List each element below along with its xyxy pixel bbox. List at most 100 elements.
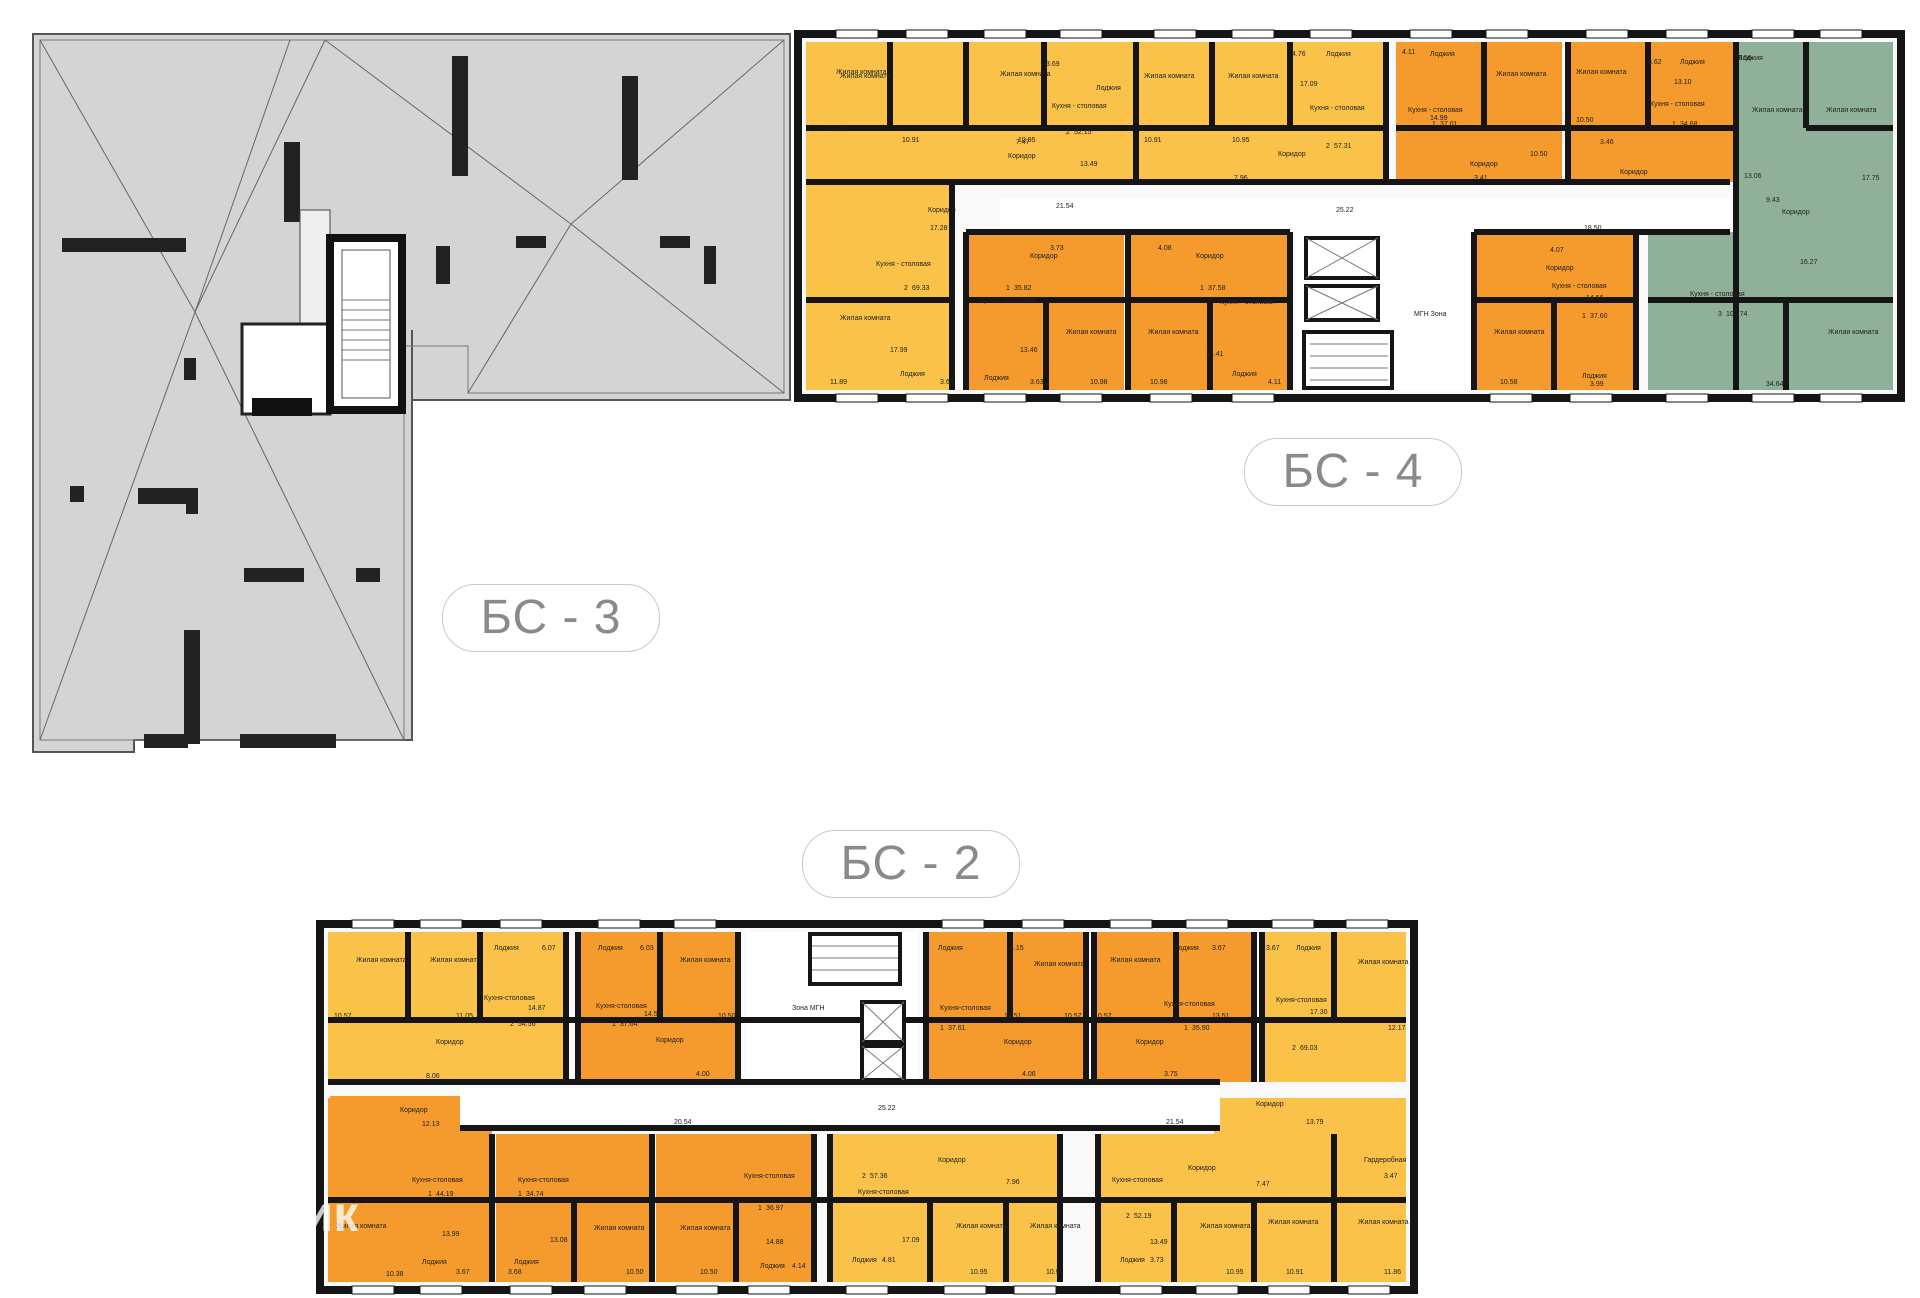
bs2-t-label-1-0: Кухня-столовая xyxy=(596,1003,647,1010)
bs4-t-rooms-1: 2 xyxy=(1326,143,1330,150)
bs2-b-value-4-4: 3.73 xyxy=(1150,1257,1164,1264)
bs2-t-area-4: 69.03 xyxy=(1300,1045,1318,1052)
bs4-zone-mgn: МГН Зона xyxy=(1414,311,1447,318)
bs4-t-label-2-2: Коридор xyxy=(1470,161,1498,168)
bs4-b-value-0-2: 17.99 xyxy=(890,347,908,354)
bs2-zone-mgn: Зона МГН xyxy=(792,1005,825,1012)
bs4-b-label-2-3: Лоджия xyxy=(1232,371,1257,378)
bs2-t-value-2-3: 4.15 xyxy=(1010,945,1024,952)
bs2-t-value-4-1: 12.17 xyxy=(1388,1025,1406,1032)
bs2-b-value-0-1: 13.99 xyxy=(442,1231,460,1238)
bs2-t-label-0-1: Жилая комната xyxy=(430,957,481,964)
bs2-building xyxy=(316,919,1418,1295)
bs4-t-label-1-1: Жилая комната xyxy=(1228,73,1279,80)
bs2-b-label-0-0: Жилая комната xyxy=(336,1223,387,1230)
bs2-b-value-0-0: 10.38 xyxy=(386,1271,404,1278)
bs4-b-label-1-2: Коридор xyxy=(1030,253,1058,260)
bs2-t-label-2-3: Лоджия xyxy=(938,945,963,952)
bs2-t-rooms-0: 2 xyxy=(510,1021,514,1028)
bs4-b-rooms-2: 1 xyxy=(1200,285,1204,292)
bs4-t-label-0-0: Жилая комната xyxy=(836,69,887,76)
bs2-b-rooms-1: 1 xyxy=(518,1191,522,1198)
bs4-b-value-3-3: 3.99 xyxy=(1590,381,1604,388)
section-label-bs3: БС - 3 xyxy=(442,584,660,652)
bs4-t-value-3-2: 3.46 xyxy=(1600,139,1614,146)
bs4-t-value-3-3: 3.62 xyxy=(1648,59,1662,66)
bs4-t-label-2-1: Жилая комната xyxy=(1496,71,1547,78)
bs4-t-rooms-0: 2 xyxy=(1066,129,1070,136)
bs4-b-rooms-4: 3 xyxy=(1718,311,1722,318)
bs2-b-label-5-1: Жилая комната xyxy=(1358,1219,1409,1226)
bs2-labels: Жилая комната Жилая комната Кухня-столов… xyxy=(334,945,1409,1278)
bs2-b-value-5-0: 3.47 xyxy=(1384,1173,1398,1180)
bs2-t-label-4-1: Жилая комната xyxy=(1358,959,1409,966)
bs4-t-value-0-4: 3.69 xyxy=(1046,61,1060,68)
bs4-t-area-2: 37.01 xyxy=(1440,121,1458,128)
bs2-t-value-4-3: 3.67 xyxy=(1266,945,1280,952)
bs4-b-label-0-4: Лоджия xyxy=(900,371,925,378)
bs4-b-label-1-3: Лоджия xyxy=(984,375,1009,382)
bs4-b-value-0-3: 17.28 xyxy=(930,225,948,232)
bs2-t-label-4-0: Кухня-столовая xyxy=(1276,997,1327,1004)
bs4-t-value-1-0: 10.91 xyxy=(1144,137,1162,144)
bs4-t-label-2-3: Лоджия xyxy=(1430,51,1455,58)
bs2-b-value-1-0: 13.08 xyxy=(550,1237,568,1244)
bs2-b-rooms-0: 1 xyxy=(428,1191,432,1198)
bs2-t-value-2-2: 4.06 xyxy=(1022,1071,1036,1078)
bs4-b-rooms-1: 1 xyxy=(1006,285,1010,292)
bs2-b-value-1-2: 3.68 xyxy=(508,1269,522,1276)
bs4-b-value-3-2: 4.07 xyxy=(1550,247,1564,254)
bs4-b-value-2-0: 10.98 xyxy=(1150,379,1168,386)
bs4-b-value-4-3: 34.64 xyxy=(1766,381,1784,388)
bs2-t-label-2-1: Жилая комната xyxy=(1034,961,1085,968)
bs2-b-value-3-3: 7.96 xyxy=(1006,1179,1020,1186)
bs4-b-label-4-0: Жилая комната xyxy=(1752,107,1803,114)
bs2-t-value-3-0: 10.57 xyxy=(1094,1013,1112,1020)
bs2-t-label-3-0: Жилая комната xyxy=(1110,957,1161,964)
bs4-t-label-0-4: Лоджия xyxy=(1096,85,1121,92)
bs2-t-area-1: 37.64 xyxy=(620,1021,638,1028)
bs2-t-rooms-2: 1 xyxy=(940,1025,944,1032)
bs4-b-label-0-1: Жилая комната xyxy=(840,73,891,80)
bs2-b-label-3-1: Жилая комната xyxy=(956,1223,1007,1230)
bs2-b-value-2-0: 10.50 xyxy=(700,1269,718,1276)
bs2-b-value-4-0: 13.49 xyxy=(1150,1239,1168,1246)
bs2-t-rooms-1: 1 xyxy=(612,1021,616,1028)
bs2-b-value-4-2: 10.91 xyxy=(1286,1269,1304,1276)
bs4-t-label-3-1: Кухня - столовая xyxy=(1650,101,1705,108)
bs4-b-label-3-3: Лоджия xyxy=(1582,373,1607,380)
bs2-t-value-0-4: 6.07 xyxy=(542,945,556,952)
bs4-b-label-4-4: Коридор xyxy=(1782,209,1810,216)
bs2-t-label-0-3: Коридор xyxy=(436,1039,464,1046)
bs2-b-area-0: 44.19 xyxy=(436,1191,454,1198)
bs4-b-area-4: 102.74 xyxy=(1726,311,1748,318)
watermark-text: Домклик xyxy=(142,1186,359,1242)
bs4-b-label-1-1: Жилая комната xyxy=(1066,329,1117,336)
bs2-b-label-5-0: Гардеробная xyxy=(1364,1156,1407,1164)
domclick-logo-icon xyxy=(62,1180,130,1248)
bs2-t-value-3-3: 3.67 xyxy=(1212,945,1226,952)
bs2-b-area-2: 36.97 xyxy=(766,1205,784,1212)
bs2-b-label-1-0: Кухня-столовая xyxy=(518,1177,569,1184)
bs4-b-label-0-0: Жилая комната xyxy=(840,315,891,322)
bs2-t-label-4-2: Коридор xyxy=(1256,1101,1284,1108)
bs2-t-area-0: 54.56 xyxy=(518,1021,536,1028)
bs2-b-label-3-2: Жилая комната xyxy=(1030,1223,1081,1230)
bs4-t-label-3-2: Коридор xyxy=(1620,169,1648,176)
bs2-t-label-2-0: Кухня-столовая xyxy=(940,1005,991,1012)
bs4-b-value-1-0: 13.46 xyxy=(1020,347,1038,354)
bs4-b-value-4-2: 16.27 xyxy=(1800,259,1818,266)
bs4-t-label-1-0: Жилая комната xyxy=(1144,73,1195,80)
bs2-t-area-2: 37.61 xyxy=(948,1025,966,1032)
bs2-t-label-0-0: Жилая комната xyxy=(356,957,407,964)
bs4-t-label-1-4: Лоджия xyxy=(1326,51,1351,58)
bs2-b-label-4-3: Коридор xyxy=(1188,1165,1216,1172)
bs4-b-value-0-0: 11.89 xyxy=(830,379,847,386)
bs4-b-value-0-1: 11.80 xyxy=(830,125,847,132)
bs4-b-value-3-0: 10.58 xyxy=(1500,379,1518,386)
bs2-b-rooms-4: 2 xyxy=(1126,1213,1130,1220)
bs2-b-label-0-2: Лоджия xyxy=(422,1259,447,1266)
bs2-b-label-2-0: Жилая комната xyxy=(680,1225,731,1232)
bs2-t-label-2-2: Коридор xyxy=(1004,1039,1032,1046)
bs4-b-area-0: 69.33 xyxy=(912,285,930,292)
